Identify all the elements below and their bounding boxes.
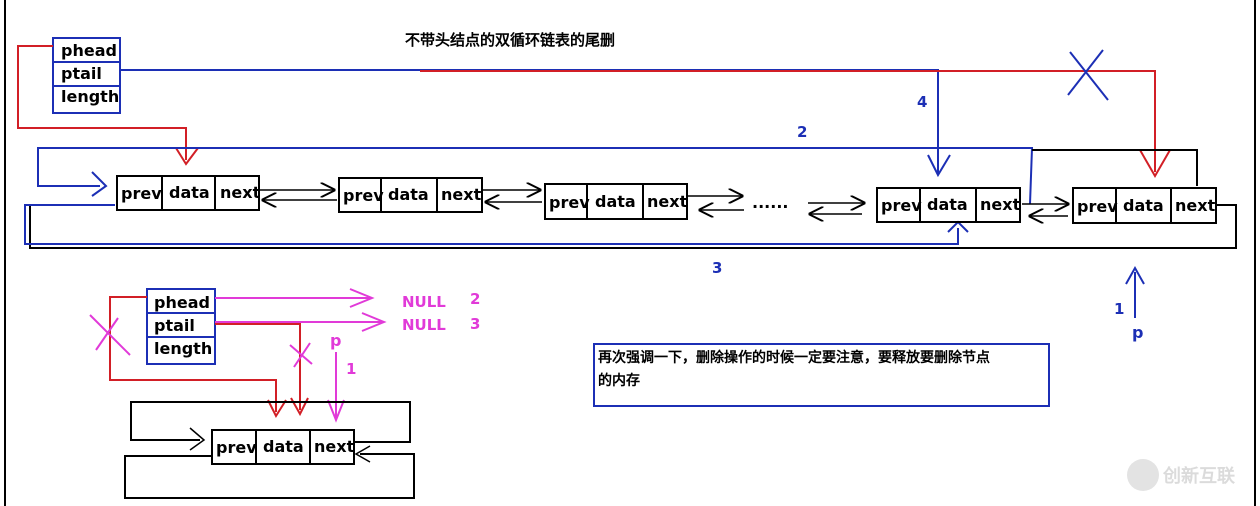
ptail-cross-mark xyxy=(1067,49,1109,101)
node-5-data: data xyxy=(1123,196,1164,215)
step-3-label: 3 xyxy=(712,259,722,277)
node-links xyxy=(260,190,1068,216)
last-node-loop-bottom xyxy=(29,204,1237,249)
phead-null-arrowhead xyxy=(349,288,375,308)
node-3-data: data xyxy=(595,192,636,211)
null-label-phead: NULL xyxy=(402,293,446,311)
right-border xyxy=(1254,0,1256,506)
ptail-new-pointer-arrowhead xyxy=(927,154,951,178)
bottom-node-next: next xyxy=(314,437,355,456)
step-2-label: 2 xyxy=(797,123,807,141)
bottom-phead-label: phead xyxy=(154,293,210,312)
bottom-node-data: data xyxy=(263,437,304,456)
list-node-1: prev data next xyxy=(116,175,261,211)
top-phead-label: phead xyxy=(61,41,117,60)
top-struct-box: phead ptail length xyxy=(52,37,121,114)
top-ptail-label: ptail xyxy=(61,64,102,83)
step-4-label: 4 xyxy=(917,93,927,111)
bottom-next-self-loop xyxy=(130,401,411,443)
watermark-logo-icon xyxy=(1127,459,1159,491)
bottom-node-prev: prev xyxy=(216,438,257,457)
node-4-next: next xyxy=(980,195,1021,214)
node-3-prev: prev xyxy=(549,193,590,212)
node-2-data: data xyxy=(388,185,429,204)
node-1-next: next xyxy=(220,183,261,202)
phead-pointer-line xyxy=(17,45,187,160)
step-2-link-arrowhead xyxy=(91,171,108,197)
bottom-p-label: p xyxy=(330,331,341,350)
node-3-next: next xyxy=(647,192,688,211)
ptail-old-pointer-arrowhead xyxy=(1139,149,1171,179)
bottom-phead-pointer xyxy=(109,296,277,412)
bottom-ptail-cross-mark xyxy=(289,342,313,368)
ptail-new-pointer-line xyxy=(120,69,939,174)
bottom-phead-arrowhead xyxy=(267,399,287,419)
bottom-step-1-label: 1 xyxy=(346,360,356,378)
node-5-prev: prev xyxy=(1077,197,1118,216)
bottom-ptail-pointer xyxy=(215,323,301,410)
node-5-next: next xyxy=(1175,196,1216,215)
phead-pointer-arrowhead xyxy=(175,147,199,166)
node-2-next: next xyxy=(441,185,482,204)
step-2-link-line xyxy=(37,147,1034,205)
top-length-label: length xyxy=(61,87,119,106)
last-node-loop-top xyxy=(1032,149,1198,186)
ellipsis-text: ...... xyxy=(752,193,788,212)
bottom-struct-box: phead ptail length xyxy=(146,288,216,365)
list-node-2: prev data next xyxy=(338,177,483,213)
watermark-text: 创新互联 xyxy=(1162,465,1235,487)
bottom-prev-self-loop xyxy=(124,453,415,499)
diagram-title: 不带头结点的双循环链表的尾删 xyxy=(405,31,615,49)
step-3-link-line xyxy=(24,204,959,245)
list-node-3: prev data next xyxy=(544,183,688,220)
null-arrows xyxy=(215,288,387,332)
null-step-3-label: 3 xyxy=(470,315,480,333)
node-1-data: data xyxy=(169,183,210,202)
node-4-prev: prev xyxy=(881,196,922,215)
null-step-2-label: 2 xyxy=(470,290,480,308)
bottom-next-self-arrowhead xyxy=(189,427,206,451)
p-label: p xyxy=(1132,323,1143,342)
note-line-2: 的内存 xyxy=(598,372,640,389)
bottom-p-arrowhead xyxy=(327,399,345,423)
ptail-old-pointer-line xyxy=(420,70,1156,172)
watermark: 创新互联 xyxy=(1127,459,1235,491)
bottom-phead-cross-mark xyxy=(89,314,131,356)
left-border xyxy=(4,0,6,506)
note-line-1: 再次强调一下，删除操作的时候一定要注意，要释放要删除节点 xyxy=(598,349,990,366)
step-1-label: 1 xyxy=(1114,300,1124,318)
note-box: 再次强调一下，删除操作的时候一定要注意，要释放要删除节点 的内存 xyxy=(593,343,1050,407)
bottom-ptail-label: ptail xyxy=(154,316,195,335)
p-pointer-arrowhead xyxy=(1125,265,1145,285)
bottom-length-label: length xyxy=(154,339,212,358)
bottom-node: prev data next xyxy=(211,429,355,465)
bottom-ptail-arrowhead xyxy=(290,397,309,417)
ptail-null-arrowhead xyxy=(361,312,387,332)
list-node-4: prev data next xyxy=(876,187,1021,223)
node-4-data: data xyxy=(927,195,968,214)
null-label-ptail: NULL xyxy=(402,316,446,334)
node-2-prev: prev xyxy=(343,186,384,205)
list-node-5: prev data next xyxy=(1072,187,1217,224)
bottom-prev-self-arrowhead xyxy=(354,445,371,463)
node-1-prev: prev xyxy=(121,184,162,203)
